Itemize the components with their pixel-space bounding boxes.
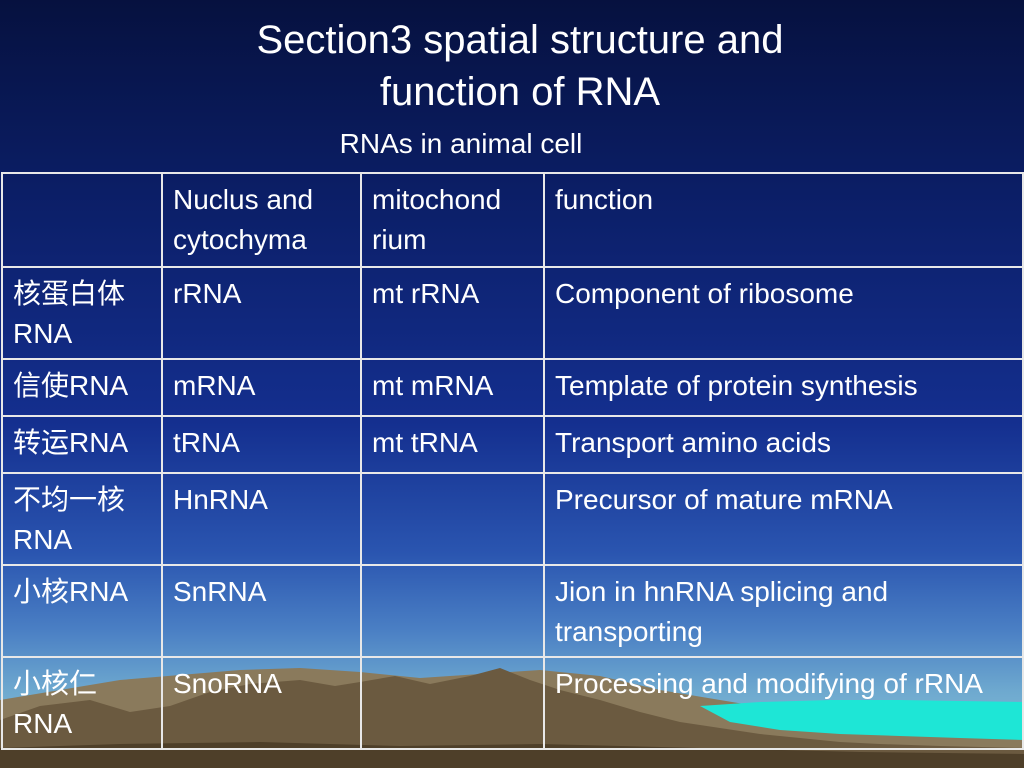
title-line-2: function of RNA <box>379 70 661 114</box>
mito-rna-cell: mt mRNA <box>360 358 545 417</box>
header-function: function <box>543 172 1024 268</box>
rna-name-cell: 核蛋白体RNA <box>1 266 163 360</box>
mito-rna-cell <box>360 564 545 658</box>
table-header-row: Nuclus and cytochyma mitochond rium func… <box>1 172 1024 268</box>
mito-rna-cell: mt tRNA <box>360 415 545 474</box>
table-row: 核蛋白体RNA rRNA mt rRNA Component of riboso… <box>1 266 1024 360</box>
nucleus-rna-cell: tRNA <box>161 415 362 474</box>
rna-name-cell: 信使RNA <box>1 358 163 417</box>
rna-name-cell: 小核RNA <box>1 564 163 658</box>
rna-table: Nuclus and cytochyma mitochond rium func… <box>1 172 1024 750</box>
rna-name-cell: 转运RNA <box>1 415 163 474</box>
slide-title: Section3 spatial structure and function … <box>0 14 1024 118</box>
function-cell: Component of ribosome <box>543 266 1024 360</box>
function-cell: Processing and modifying of rRNA <box>543 656 1024 750</box>
mito-rna-cell: mt rRNA <box>360 266 545 360</box>
nucleus-rna-cell: rRNA <box>161 266 362 360</box>
header-nucleus-cytoplasm: Nuclus and cytochyma <box>161 172 362 268</box>
table-row: 小核RNA SnRNA Jion in hnRNA splicing and t… <box>1 564 1024 658</box>
nucleus-rna-cell: mRNA <box>161 358 362 417</box>
table-caption: RNAs in animal cell <box>339 128 583 159</box>
nucleus-rna-cell: SnRNA <box>161 564 362 658</box>
function-cell: Jion in hnRNA splicing and transporting <box>543 564 1024 658</box>
header-cell-empty <box>1 172 163 268</box>
table-row: 不均一核RNA HnRNA Precursor of mature mRNA <box>1 472 1024 566</box>
function-cell: Precursor of mature mRNA <box>543 472 1024 566</box>
title-line-1: Section3 spatial structure and <box>256 18 784 62</box>
table-row: 信使RNA mRNA mt mRNA Template of protein s… <box>1 358 1024 417</box>
rna-name-cell: 小核仁RNA <box>1 656 163 750</box>
nucleus-rna-cell: SnoRNA <box>161 656 362 750</box>
table-row: 转运RNA tRNA mt tRNA Transport amino acids <box>1 415 1024 474</box>
nucleus-rna-cell: HnRNA <box>161 472 362 566</box>
rna-name-cell: 不均一核RNA <box>1 472 163 566</box>
function-cell: Transport amino acids <box>543 415 1024 474</box>
header-mitochondrium: mitochond rium <box>360 172 545 268</box>
mito-rna-cell <box>360 472 545 566</box>
table-row: 小核仁RNA SnoRNA Processing and modifying o… <box>1 656 1024 750</box>
mito-rna-cell <box>360 656 545 750</box>
function-cell: Template of protein synthesis <box>543 358 1024 417</box>
